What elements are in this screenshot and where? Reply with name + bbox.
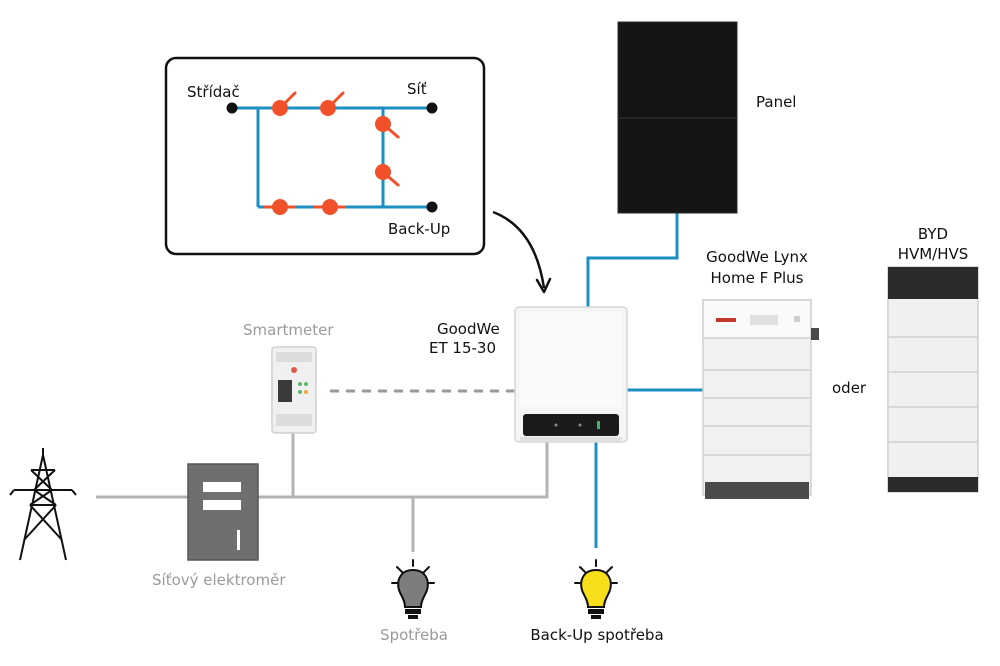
schematic-backup-label: Back-Up xyxy=(388,220,451,238)
relay-right-2 xyxy=(375,164,400,187)
smartmeter-label: Smartmeter xyxy=(243,321,334,339)
relay-top-1 xyxy=(272,91,297,116)
consumption-bulb-icon xyxy=(391,559,435,619)
schematic-inverter-label: Střídač xyxy=(187,83,240,101)
relay-bottom-1 xyxy=(264,199,296,215)
inverter-label-line2: ET 15-30 xyxy=(429,339,496,357)
ac-line-main xyxy=(258,440,549,499)
panel-label: Panel xyxy=(756,93,797,111)
inverter-device xyxy=(514,306,628,443)
grid-tower-icon xyxy=(9,448,77,561)
relay-bottom-2 xyxy=(314,199,346,215)
pointer-arrow xyxy=(492,210,552,294)
switch-schematic xyxy=(164,56,486,256)
backup-bulb-icon xyxy=(574,559,618,619)
backup-consumption-label: Back-Up spotřeba xyxy=(530,626,664,644)
terminal-backup xyxy=(426,201,438,213)
lynx-battery xyxy=(702,299,819,499)
dc-line-panel xyxy=(586,213,679,308)
schematic-grid-label: Síť xyxy=(407,80,427,98)
relay-top-2 xyxy=(320,91,345,116)
relay-right-1 xyxy=(375,116,400,139)
terminal-grid xyxy=(426,102,438,114)
solar-panel xyxy=(617,21,738,214)
inverter-label-line1: GoodWe xyxy=(437,320,500,338)
consumption-label: Spotřeba xyxy=(380,626,448,644)
byd-label-line1: BYD xyxy=(917,225,949,243)
grid-meter xyxy=(187,463,259,561)
meter-label: Síťový elektroměr xyxy=(152,571,286,589)
byd-battery xyxy=(887,266,979,493)
smartmeter-device xyxy=(271,346,317,434)
terminal-inverter xyxy=(226,102,238,114)
lynx-label-line2: Home F Plus xyxy=(710,269,804,287)
or-label: oder xyxy=(832,379,867,397)
byd-label-line2: HVM/HVS xyxy=(897,245,969,263)
lynx-label-line1: GoodWe Lynx xyxy=(706,248,808,266)
